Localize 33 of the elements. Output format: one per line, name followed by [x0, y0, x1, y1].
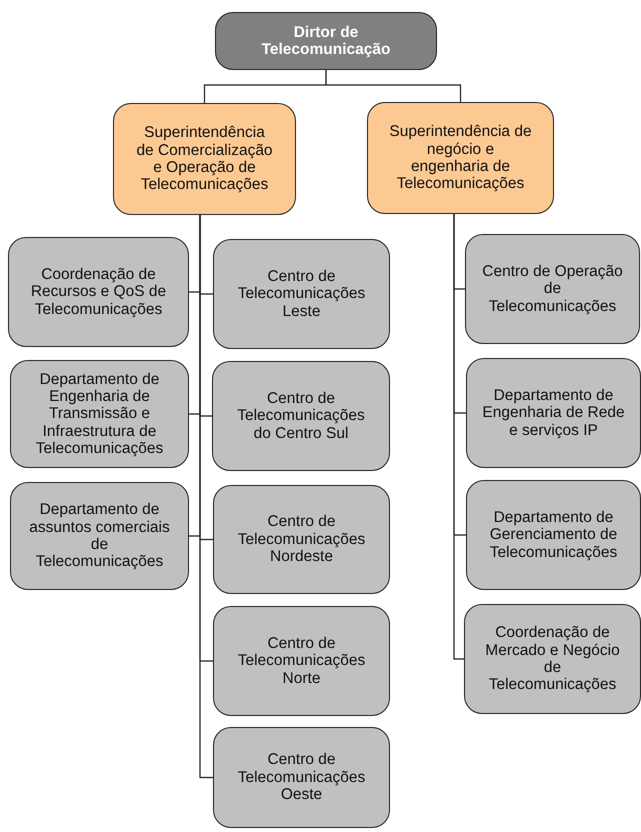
unit-name: Superintendência de Comercialização e Operação de Telecomunicações — [136, 124, 273, 194]
department-box — [213, 606, 390, 716]
department-box — [466, 480, 641, 590]
unit-name: Departamento de Engenharia de Transmissão e Infraestrutura de Telecomunicações — [34, 370, 164, 458]
unit-name: Departamento de Engenharia de Rede e serviços IP — [481, 386, 626, 440]
unit-name: Centro de Telecomunicações Nordeste — [236, 513, 366, 566]
department-box — [213, 485, 390, 594]
director-box — [215, 12, 437, 70]
unit-name: Coordenação de Recursos e QoS de Telecomunicações — [30, 266, 168, 318]
department-box — [464, 604, 641, 714]
department-box — [465, 234, 640, 344]
unit-name: Centro de Telecomunicações Oeste — [236, 751, 366, 804]
department-box — [212, 361, 390, 471]
connector-line — [325, 70, 462, 102]
unit-name: Centro de Telecomunicações Leste — [236, 268, 366, 320]
superintendence-box — [367, 102, 554, 214]
unit-name: Departamento de assuntos comerciais de Telecomunicações — [28, 501, 171, 571]
unit-name: Dirtor de Telecomunicação — [260, 24, 392, 58]
department-box — [8, 237, 189, 347]
department-box — [466, 358, 641, 468]
unit-name: Centro de Telecomunicações Norte — [236, 634, 366, 688]
superintendence-box — [113, 103, 296, 215]
department-box — [213, 727, 390, 828]
unit-name: Centro de Telecomunicações do Centro Sul — [236, 390, 366, 442]
connector-line — [453, 214, 464, 660]
department-box — [10, 360, 189, 468]
department-box — [10, 482, 189, 590]
unit-name: Centro de Operação de Telecomunicações — [481, 262, 624, 316]
unit-name: Departamento de Gerenciamento de Telecomunicações — [488, 508, 618, 562]
connector-line — [199, 215, 213, 778]
unit-name: Superintendência de negócio e engenharia de Telecomunicações — [388, 123, 533, 193]
unit-name: Coordenação de Mercado e Negócio de Telecomunicações — [484, 624, 621, 694]
department-box — [213, 239, 390, 349]
